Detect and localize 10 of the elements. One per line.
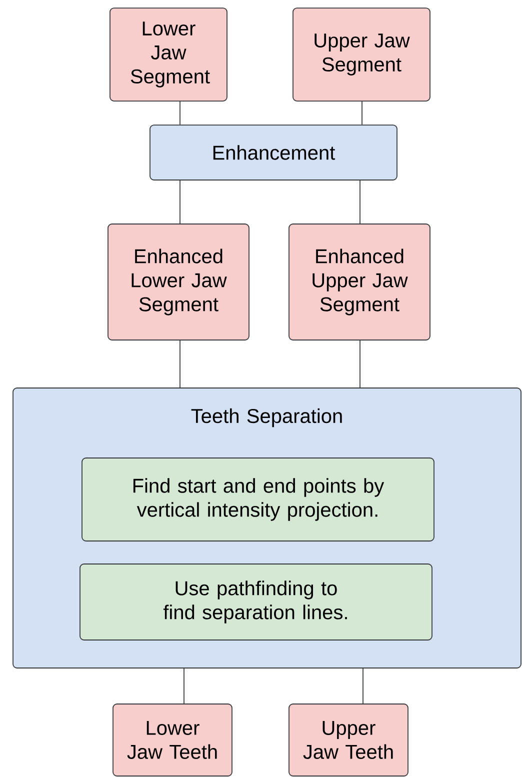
process-box: Enhancement — [150, 124, 398, 180]
process-box: Enhanced Lower Jaw Segment — [108, 224, 250, 340]
process-box: Lower Jaw Teeth — [112, 704, 232, 776]
process-box: Lower Jaw Segment — [110, 8, 228, 102]
process-box: Upper Jaw Segment — [292, 8, 430, 102]
step-box: Use pathfinding to find separation lines. — [80, 564, 432, 640]
connector — [362, 668, 364, 704]
process-box: Enhanced Upper Jaw Segment — [288, 224, 430, 340]
step-box: Find start and end points by vertical intensity projection. — [82, 458, 434, 542]
process-box: Upper Jaw Teeth — [288, 704, 408, 776]
